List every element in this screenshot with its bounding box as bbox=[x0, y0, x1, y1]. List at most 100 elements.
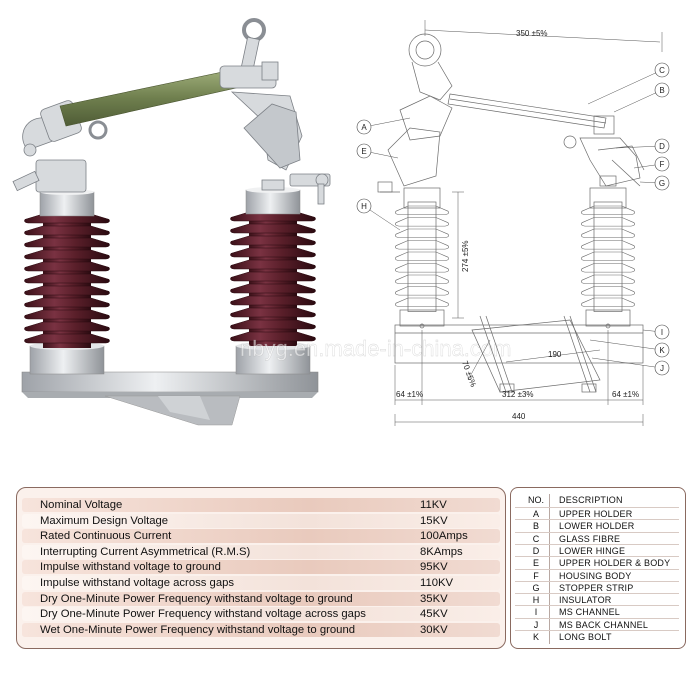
right-upper-hardware bbox=[219, 18, 331, 205]
insulator-shed bbox=[581, 205, 635, 215]
callout-leader-k bbox=[589, 339, 663, 351]
insulator-shed bbox=[395, 240, 449, 250]
parts-row: K LONG BOLT bbox=[515, 631, 679, 643]
drawing-upper-holder bbox=[377, 33, 453, 193]
callout-label-j: J bbox=[660, 364, 664, 373]
callout-leader-a bbox=[363, 117, 411, 128]
callout-label-h: H bbox=[361, 202, 367, 211]
technical-drawing bbox=[377, 33, 645, 393]
spec-value: 30KV bbox=[420, 623, 448, 636]
parts-code: I bbox=[534, 607, 538, 618]
parts-description: LONG BOLT bbox=[559, 632, 612, 642]
parts-code: K bbox=[532, 632, 539, 642]
insulator-shed bbox=[230, 235, 316, 246]
parts-code: D bbox=[532, 545, 540, 556]
callout-label-f: F bbox=[660, 160, 665, 169]
callout-label-k: K bbox=[659, 346, 665, 355]
insulator-shed bbox=[395, 263, 449, 273]
callout-label-g: G bbox=[659, 179, 665, 188]
spec-name: Maximum Design Voltage bbox=[40, 514, 169, 527]
spec-value: 15KV bbox=[420, 514, 448, 527]
callout-circle-i bbox=[654, 324, 670, 340]
parts-row-divider bbox=[515, 630, 679, 631]
insulator-shed bbox=[395, 274, 449, 284]
spec-row: Rated Continuous Current 100Amps bbox=[22, 529, 500, 544]
parts-description: STOPPER STRIP bbox=[559, 582, 634, 593]
drawing-left-insulator bbox=[395, 187, 449, 329]
parts-code: A bbox=[532, 509, 539, 519]
dim-top-length: 350 ±5% bbox=[516, 29, 548, 38]
insulator-shed bbox=[581, 240, 635, 250]
insulator-shed bbox=[581, 286, 635, 296]
drawing-lower-hinge bbox=[563, 115, 645, 187]
callout-circle-e bbox=[356, 143, 372, 159]
parts-row-divider bbox=[515, 543, 679, 545]
parts-description: LOWER HOLDER bbox=[559, 521, 635, 532]
spec-value: 100Amps bbox=[420, 530, 468, 543]
parts-code: H bbox=[532, 595, 540, 606]
callout-circle-g bbox=[654, 175, 670, 191]
insulator-shed bbox=[230, 259, 316, 270]
insulator-shed bbox=[230, 307, 316, 318]
dim-height: 274 ±5% bbox=[461, 240, 470, 272]
insulator-shed bbox=[230, 319, 316, 330]
insulator-shed bbox=[24, 225, 110, 236]
callout-label-i: I bbox=[661, 328, 663, 337]
spec-value: 8KAmps bbox=[420, 545, 463, 558]
spec-value: 110KV bbox=[420, 577, 454, 589]
insulator-shed bbox=[581, 297, 635, 307]
spec-name: Impulse withstand voltage across gaps bbox=[40, 577, 235, 589]
parts-row-divider bbox=[515, 556, 679, 558]
spec-value: 35KV bbox=[420, 592, 448, 605]
insulator-shed bbox=[24, 321, 110, 332]
parts-row-divider bbox=[515, 531, 679, 533]
parts-description: UPPER HOLDER & BODY bbox=[559, 558, 671, 569]
dim-total-440: 440 bbox=[512, 412, 526, 421]
spec-name: Impulse withstand voltage to ground bbox=[40, 561, 221, 574]
callout-label-e: E bbox=[361, 147, 366, 156]
insulator-shed bbox=[395, 286, 449, 296]
insulator-shed bbox=[581, 228, 635, 238]
callout-leader-j bbox=[591, 357, 663, 369]
parts-code: F bbox=[533, 570, 539, 581]
parts-row: H INSULATOR bbox=[515, 594, 679, 606]
left-insulator bbox=[24, 189, 110, 375]
spec-name: Dry One-Minute Power Frequency withstand… bbox=[40, 608, 366, 621]
insulator-shed bbox=[581, 217, 635, 227]
callout-circle-a bbox=[356, 119, 372, 135]
parts-description: INSULATOR bbox=[559, 595, 612, 606]
parts-code: C bbox=[532, 533, 540, 544]
callout-label-b: B bbox=[659, 86, 664, 95]
insulator-shed bbox=[395, 297, 449, 307]
spec-value: 45KV bbox=[420, 608, 448, 621]
spec-name: Dry One-Minute Power Frequency withstand… bbox=[40, 592, 353, 605]
dim-right-64: 64 ±1% bbox=[612, 390, 639, 399]
callout-leader-c bbox=[587, 69, 663, 105]
callout-circle-j bbox=[654, 360, 670, 376]
parts-header-description: DESCRIPTION bbox=[559, 495, 623, 505]
insulator-shed bbox=[24, 333, 110, 344]
insulator-shed bbox=[24, 273, 110, 284]
insulator-shed bbox=[581, 263, 635, 273]
parts-row-divider bbox=[515, 605, 679, 607]
callout-leader-b bbox=[613, 89, 663, 113]
insulator-shed bbox=[581, 251, 635, 261]
fuse-cutout-photo: nbyg.en.made-in-china.com bbox=[12, 18, 512, 426]
insulator-shed bbox=[230, 295, 316, 306]
spec-name: Rated Continuous Current bbox=[40, 530, 172, 543]
parts-row-divider bbox=[515, 617, 679, 619]
spec-row: Dry One-Minute Power Frequency withstand… bbox=[22, 607, 500, 622]
insulator-shed bbox=[24, 309, 110, 320]
callout-label-c: C bbox=[659, 66, 665, 75]
ms-channel-base bbox=[21, 371, 319, 426]
spec-name: Interrupting Current Asymmetrical (R.M.S… bbox=[40, 545, 251, 558]
insulator-shed bbox=[230, 271, 316, 282]
